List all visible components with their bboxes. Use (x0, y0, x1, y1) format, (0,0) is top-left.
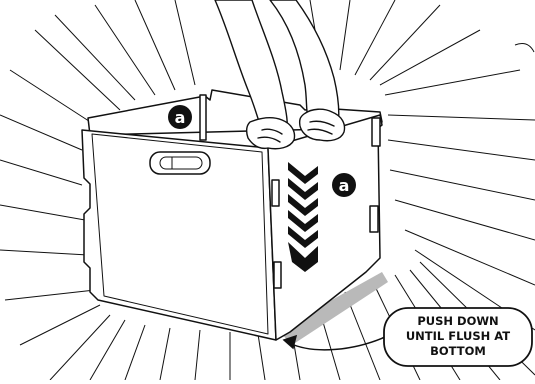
callout-line-3: BOTTOM (430, 344, 486, 358)
callout-line-1: PUSH DOWN (417, 314, 498, 328)
handle-cutout-icon (150, 152, 210, 174)
svg-text:a: a (175, 108, 186, 127)
back-panel-label: a (168, 105, 192, 129)
callout-bubble: PUSH DOWN UNTIL FLUSH AT BOTTOM (384, 308, 532, 366)
side-panel-label: a (332, 173, 356, 197)
callout-line-2: UNTIL FLUSH AT (406, 329, 510, 343)
svg-text:a: a (339, 176, 350, 195)
